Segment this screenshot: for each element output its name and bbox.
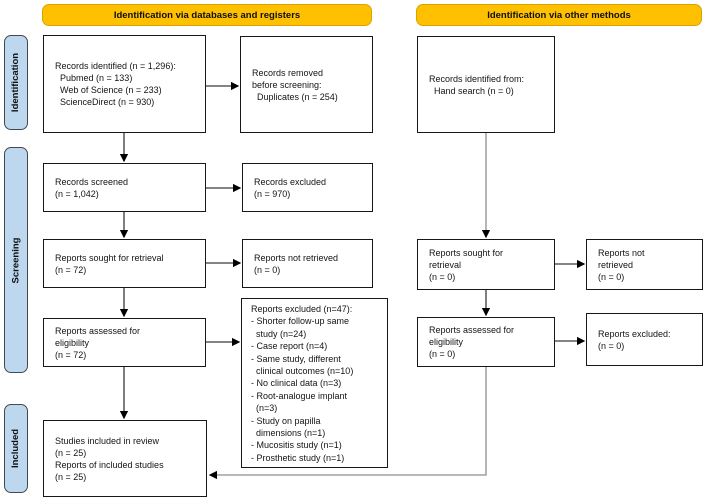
box-studies-included-text: Studies included in review (n = 25) Repo… xyxy=(55,435,164,482)
box-reports-sought-other-text: Reports sought for retrieval (n = 0) xyxy=(429,247,504,282)
stage-tab-identification-label: Identification xyxy=(10,52,22,113)
box-reports-sought-databases-text: Reports sought for retrieval (n = 72) xyxy=(55,252,164,275)
box-reports-excluded-other-text: Reports excluded: (n = 0) xyxy=(598,328,671,351)
box-reports-excluded-reasons-text: Reports excluded (n=47): - Shorter follo… xyxy=(251,304,354,463)
box-records-identified-other: Records identified from: Hand search (n … xyxy=(417,36,555,133)
box-records-excluded: Records excluded (n = 970) xyxy=(242,163,373,212)
box-reports-not-retrieved-other: Reports not retrieved (n = 0) xyxy=(586,239,703,290)
stage-tab-included: Included xyxy=(4,404,28,493)
banner-identification-databases: Identification via databases and registe… xyxy=(42,4,372,26)
stage-tab-screening: Screening xyxy=(4,147,28,373)
box-reports-assessed-databases: Reports assessed for eligibility (n = 72… xyxy=(43,318,206,367)
box-records-excluded-text: Records excluded (n = 970) xyxy=(254,176,327,199)
box-records-identified-other-text: Records identified from: Hand search (n … xyxy=(429,73,525,96)
box-studies-included: Studies included in review (n = 25) Repo… xyxy=(43,420,207,497)
banner-other-label: Identification via other methods xyxy=(487,9,631,21)
stage-tab-included-label: Included xyxy=(10,428,22,469)
box-reports-assessed-other: Reports assessed for eligibility (n = 0) xyxy=(417,317,555,367)
box-records-identified-databases: Records identified (n = 1,296): Pubmed (… xyxy=(43,35,206,133)
box-records-screened: Records screened (n = 1,042) xyxy=(43,163,206,212)
banner-identification-other: Identification via other methods xyxy=(416,4,702,26)
box-reports-sought-other: Reports sought for retrieval (n = 0) xyxy=(417,239,555,290)
stage-tab-identification: Identification xyxy=(4,35,28,130)
box-reports-excluded-other: Reports excluded: (n = 0) xyxy=(586,313,703,366)
box-records-identified-databases-text: Records identified (n = 1,296): Pubmed (… xyxy=(55,61,176,107)
box-reports-assessed-other-text: Reports assessed for eligibility (n = 0) xyxy=(429,325,515,359)
box-reports-sought-databases: Reports sought for retrieval (n = 72) xyxy=(43,239,206,288)
box-reports-excluded-reasons: Reports excluded (n=47): - Shorter follo… xyxy=(241,298,388,468)
box-reports-assessed-databases-text: Reports assessed for eligibility (n = 72… xyxy=(55,325,141,360)
box-reports-not-retrieved-databases: Reports not retrieved (n = 0) xyxy=(242,239,373,288)
stage-tab-screening-label: Screening xyxy=(10,237,22,283)
box-reports-not-retrieved-other-text: Reports not retrieved (n = 0) xyxy=(598,247,645,282)
box-records-removed-text: Records removed before screening: Duplic… xyxy=(252,67,338,102)
box-records-screened-text: Records screened (n = 1,042) xyxy=(55,176,129,199)
banner-databases-label: Identification via databases and registe… xyxy=(113,9,301,21)
box-records-removed: Records removed before screening: Duplic… xyxy=(240,36,373,133)
box-reports-not-retrieved-databases-text: Reports not retrieved (n = 0) xyxy=(254,252,339,275)
